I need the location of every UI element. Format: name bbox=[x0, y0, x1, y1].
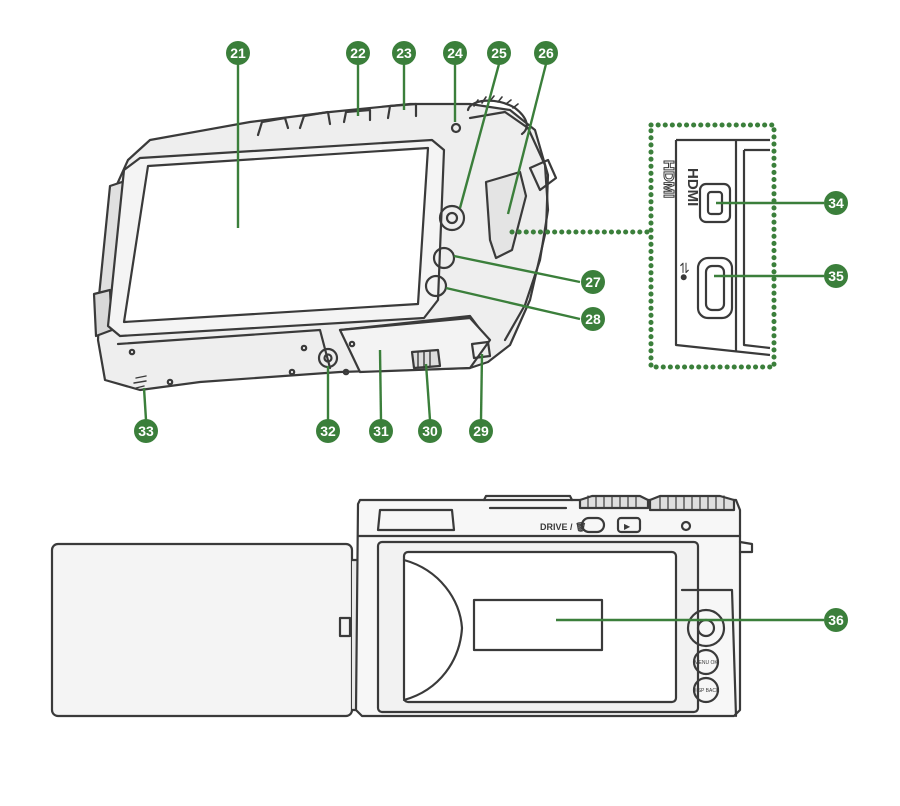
callout-circle bbox=[418, 419, 442, 443]
leader-line-33 bbox=[142, 387, 148, 421]
camera-grip bbox=[468, 110, 550, 342]
callout-number: 33 bbox=[138, 423, 154, 439]
disp-back-button bbox=[692, 676, 720, 704]
leader-line-25 bbox=[458, 63, 501, 209]
menu-ok-button bbox=[692, 648, 720, 676]
callout-25: 25 bbox=[487, 41, 511, 65]
leader-line-27 bbox=[453, 254, 581, 284]
drive-button-label: DRIVE / 🗑 bbox=[540, 522, 586, 533]
callout-23: 23 bbox=[392, 41, 416, 65]
indicator-lamp bbox=[450, 122, 462, 134]
callout-27: 27 bbox=[581, 270, 605, 294]
leader-line-30 bbox=[424, 363, 432, 421]
usb-connector bbox=[696, 256, 734, 320]
callout-36: 36 bbox=[824, 608, 848, 632]
callout-number: 36 bbox=[828, 612, 844, 628]
leader-line-31 bbox=[378, 349, 383, 421]
callout-circle bbox=[581, 270, 605, 294]
selector-ring bbox=[686, 608, 726, 648]
callout-circle bbox=[134, 419, 158, 443]
callout-number: 30 bbox=[422, 423, 438, 439]
rear-button-upper bbox=[432, 246, 456, 270]
callout-markers: 21 22 23 24 25 26 27 28 29 30 31 32 33 34 35 36 bbox=[134, 41, 848, 632]
callout-number: 28 bbox=[585, 311, 601, 327]
callout-circle bbox=[581, 307, 605, 331]
callout-number: 21 bbox=[230, 45, 246, 61]
port-inset: HDMI HDMI ⇌⦁ bbox=[648, 122, 777, 370]
callout-29: 29 bbox=[469, 419, 493, 443]
callout-circle bbox=[316, 419, 340, 443]
callout-circle bbox=[824, 264, 848, 288]
callout-30: 30 bbox=[418, 419, 442, 443]
strap-lug bbox=[528, 158, 558, 192]
callout-circle bbox=[369, 419, 393, 443]
disp-button-label: DISP BACK bbox=[693, 688, 720, 694]
playback-button bbox=[616, 516, 642, 534]
leader-line-28 bbox=[445, 286, 581, 321]
callout-26: 26 bbox=[534, 41, 558, 65]
callout-number: 31 bbox=[373, 423, 389, 439]
callout-circle bbox=[392, 41, 416, 65]
battery-cover bbox=[338, 316, 492, 374]
callout-circle bbox=[824, 608, 848, 632]
callout-leaders bbox=[142, 63, 824, 622]
callout-circle bbox=[824, 191, 848, 215]
callout-number: 25 bbox=[491, 45, 507, 61]
inset-dotted-border bbox=[648, 122, 777, 370]
callout-number: 26 bbox=[538, 45, 554, 61]
callout-number: 22 bbox=[350, 45, 366, 61]
callout-34: 34 bbox=[824, 191, 848, 215]
hdmi-port-label: HDMI bbox=[684, 168, 701, 206]
usb-port-label: ⇌⦁ bbox=[677, 262, 693, 281]
callout-33: 33 bbox=[134, 419, 158, 443]
callout-number: 23 bbox=[396, 45, 412, 61]
connector-cover bbox=[484, 170, 528, 260]
leader-line-26 bbox=[506, 63, 548, 215]
callout-number: 24 bbox=[447, 45, 463, 61]
bottom-camera bbox=[50, 494, 754, 718]
lcd-monitor bbox=[122, 146, 430, 324]
leader-line-29 bbox=[479, 353, 484, 421]
callout-circle bbox=[487, 41, 511, 65]
callout-number: 35 bbox=[828, 268, 844, 284]
callout-21: 21 bbox=[226, 41, 250, 65]
flipped-screen bbox=[50, 542, 354, 718]
top-camera bbox=[92, 95, 558, 392]
battery-latch bbox=[410, 348, 442, 370]
callout-35: 35 bbox=[824, 264, 848, 288]
callout-circle bbox=[346, 41, 370, 65]
drive-delete-button bbox=[580, 516, 606, 534]
callout-number: 29 bbox=[473, 423, 489, 439]
callout-circle bbox=[469, 419, 493, 443]
callout-number: 27 bbox=[585, 274, 601, 290]
monitor-label-area bbox=[472, 598, 604, 652]
callout-circle bbox=[534, 41, 558, 65]
callout-number: 32 bbox=[320, 423, 336, 439]
callout-32: 32 bbox=[316, 419, 340, 443]
callout-circle bbox=[443, 41, 467, 65]
callout-31: 31 bbox=[369, 419, 393, 443]
rear-indicator bbox=[680, 520, 692, 532]
hot-shoe bbox=[256, 110, 332, 137]
callout-circle bbox=[226, 41, 250, 65]
play-button-label: ▶ bbox=[624, 522, 631, 531]
hot-shoe-rear bbox=[482, 494, 574, 510]
rear-dial-left bbox=[578, 494, 650, 510]
selector-button bbox=[438, 204, 466, 232]
hdmi-port-label-outline: HDMI bbox=[660, 160, 677, 198]
callout-number: 34 bbox=[828, 195, 844, 211]
speaker bbox=[133, 375, 147, 389]
menu-button-label: MENU OK bbox=[694, 660, 718, 666]
rear-button-lower bbox=[424, 274, 448, 298]
strap-eyelet bbox=[470, 340, 492, 360]
callout-22: 22 bbox=[346, 41, 370, 65]
callout-24: 24 bbox=[443, 41, 467, 65]
callout-28: 28 bbox=[581, 307, 605, 331]
